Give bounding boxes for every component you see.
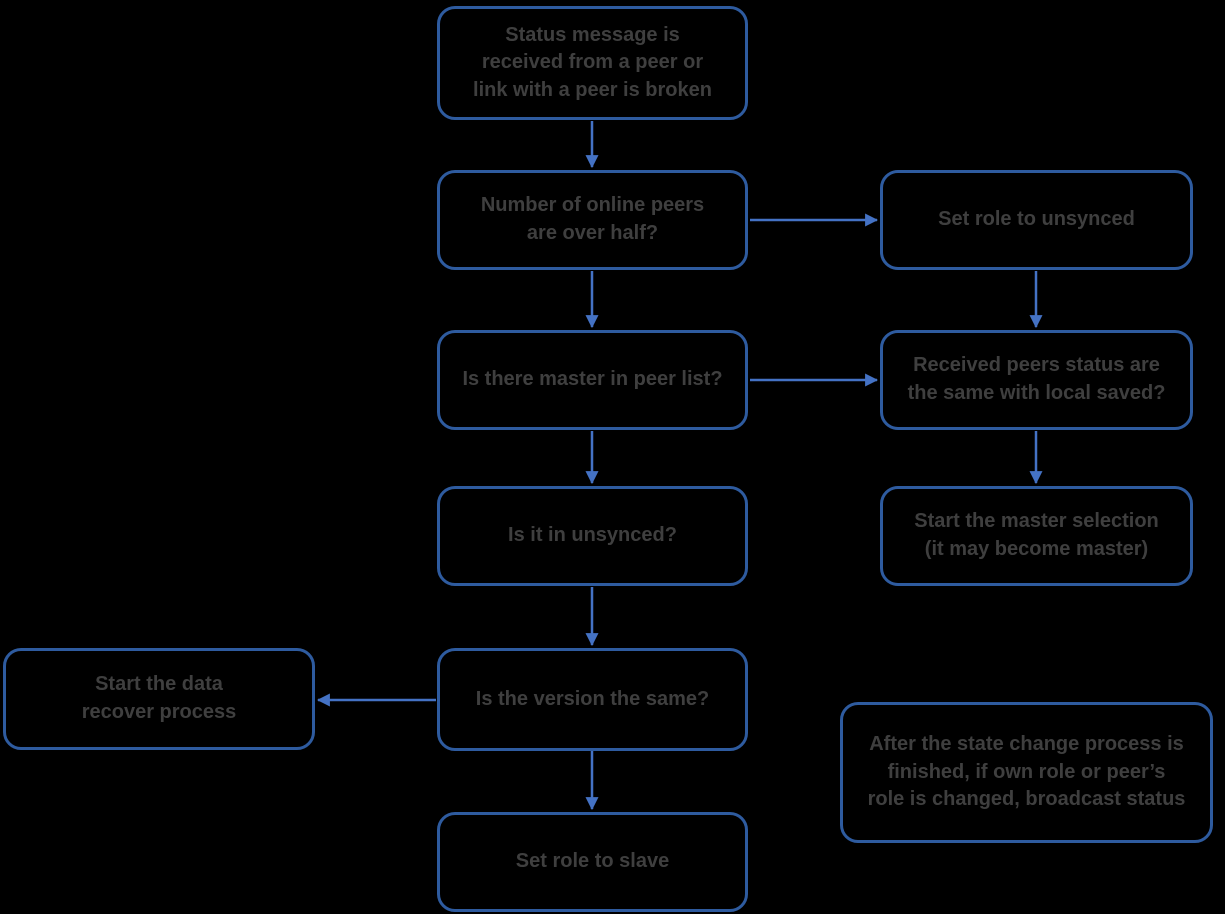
node-set-role-slave: Set role to slave: [437, 812, 748, 912]
node-note-broadcast-label: After the state change process is finish…: [867, 733, 1186, 811]
node-peers-over-half: Number of online peers are over half?: [437, 170, 748, 270]
node-peers-over-half-label: Number of online peers are over half?: [480, 194, 705, 244]
node-version-same: Is the version the same?: [437, 648, 748, 751]
node-peers-status-same-label: Received peers status are the same with …: [907, 354, 1166, 404]
node-status-received: Status message is received from a peer o…: [437, 6, 748, 120]
node-set-role-unsynced: Set role to unsynced: [880, 170, 1193, 270]
node-set-role-slave-label: Set role to slave: [515, 850, 670, 873]
node-status-received-label: Status message is received from a peer o…: [473, 23, 712, 101]
node-master-selection: Start the master selection (it may becom…: [880, 486, 1193, 586]
node-version-same-label: Is the version the same?: [475, 687, 710, 710]
node-master-in-peer-list: Is there master in peer list?: [437, 330, 748, 430]
node-master-in-peer-list-label: Is there master in peer list?: [462, 368, 723, 391]
node-peers-status-same: Received peers status are the same with …: [880, 330, 1193, 430]
node-data-recover: Start the data recover process: [3, 648, 315, 750]
node-is-in-unsynced: Is it in unsynced?: [437, 486, 748, 586]
node-master-selection-label: Start the master selection (it may becom…: [914, 510, 1159, 560]
node-note-broadcast: After the state change process is finish…: [840, 702, 1213, 843]
node-is-in-unsynced-label: Is it in unsynced?: [508, 524, 677, 547]
node-set-role-unsynced-label: Set role to unsynced: [938, 208, 1135, 231]
node-data-recover-label: Start the data recover process: [81, 673, 237, 723]
